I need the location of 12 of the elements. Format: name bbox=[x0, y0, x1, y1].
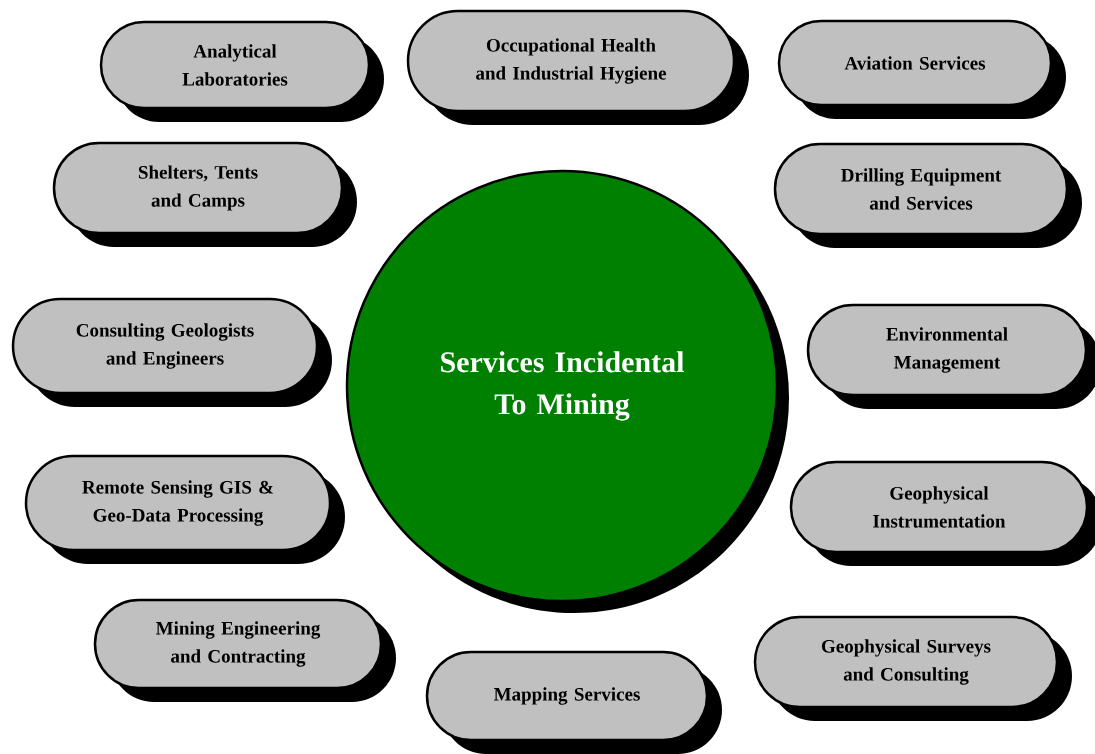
service-pill: Environmental Management bbox=[806, 303, 1095, 409]
service-pill: Shelters, Tents and Camps bbox=[52, 141, 357, 247]
service-pill: Mining Engineering and Contracting bbox=[93, 598, 396, 702]
service-pill: Remote Sensing GIS & Geo-Data Processing bbox=[24, 454, 345, 564]
service-pill: Consulting Geologists and Engineers bbox=[11, 297, 332, 407]
service-pill: Occupational Health and Industrial Hygiene bbox=[406, 9, 749, 125]
service-pill: Mapping Services bbox=[425, 650, 722, 754]
service-pill: Geophysical Instrumentation bbox=[789, 460, 1095, 566]
service-pill: Drilling Equipment and Services bbox=[773, 142, 1082, 248]
service-pill: Aviation Services bbox=[777, 19, 1066, 119]
service-pill: Geophysical Surveys and Consulting bbox=[753, 615, 1072, 721]
service-pill: Analytical Laboratories bbox=[99, 20, 384, 122]
